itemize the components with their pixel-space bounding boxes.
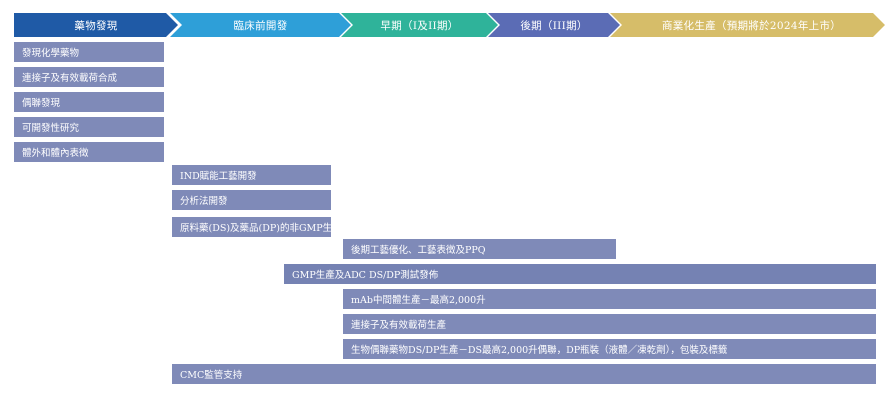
- bar-label: 原料藥(DS)及藥品(DP)的非GMP生產: [180, 223, 331, 234]
- bar-label: 可開發性研究: [22, 123, 80, 134]
- bar-label: 連接子及有效載荷合成: [22, 73, 118, 84]
- bar-mab-intermediate: mAb中間體生產－最高2,000升: [343, 289, 876, 309]
- bar-label: 體外和體內表徵: [22, 148, 89, 159]
- bar-label: 後期工藝優化、工藝表徵及PPQ: [351, 245, 486, 256]
- bar-in-vitro-in-vivo: 體外和體內表徵: [14, 142, 164, 162]
- bar-label: 生物偶聯藥物DS/DP生產－DS最高2,000升偶聯，DP瓶裝（液體／凍乾劑），…: [351, 345, 728, 356]
- bar-label: IND賦能工藝開發: [180, 171, 257, 182]
- bar-label: CMC監管支持: [180, 370, 243, 381]
- bar-label: 分析法開發: [180, 196, 228, 207]
- stage-label: 後期（III期）: [520, 19, 588, 32]
- bar-cmc-regulatory-support: CMC監管支持: [172, 364, 876, 384]
- stage-label: 臨床前開發: [233, 19, 288, 32]
- stage-label: 商業化生產（預期將於2024年上市）: [661, 19, 842, 32]
- bar-label: 發現化學藥物: [22, 48, 80, 59]
- bar-developability-study: 可開發性研究: [14, 117, 164, 137]
- stage-label: 早期（I及II期）: [380, 19, 459, 32]
- bar-ind-process-development: IND賦能工藝開發: [172, 165, 331, 185]
- stage-early-phase: 早期（I及II期）: [341, 13, 498, 37]
- bar-label: 連接子及有效載荷生產: [351, 320, 447, 331]
- stage-drug-discovery: 藥物發現: [14, 13, 178, 37]
- bar-label: GMP生產及ADC DS/DP測試發佈: [292, 270, 439, 281]
- bar-analytical-development: 分析法開發: [172, 190, 331, 210]
- bar-gmp-production-release: GMP生產及ADC DS/DP測試發佈: [284, 264, 876, 284]
- stage-late-phase: 後期（III期）: [488, 13, 620, 37]
- bar-late-process-optimization: 後期工藝優化、工藝表徵及PPQ: [343, 239, 616, 259]
- bar-chemical-discovery: 發現化學藥物: [14, 42, 164, 62]
- stage-preclinical: 臨床前開發: [170, 13, 351, 37]
- bar-bioconjugate-ds-dp: 生物偶聯藥物DS/DP生產－DS最高2,000升偶聯，DP瓶裝（液體／凍乾劑），…: [343, 339, 876, 359]
- bar-linker-payload-production: 連接子及有效載荷生產: [343, 314, 876, 334]
- bar-label: mAb中間體生產－最高2,000升: [351, 295, 486, 306]
- stage-label: 藥物發現: [74, 19, 118, 32]
- bar-linker-payload-synthesis: 連接子及有效載荷合成: [14, 67, 164, 87]
- bar-non-gmp-production: 原料藥(DS)及藥品(DP)的非GMP生產: [172, 217, 331, 237]
- bar-label: 偶聯發現: [22, 98, 61, 109]
- stage-commercial: 商業化生產（預期將於2024年上市）: [610, 13, 885, 37]
- bar-conjugation-discovery: 偶聯發現: [14, 92, 164, 112]
